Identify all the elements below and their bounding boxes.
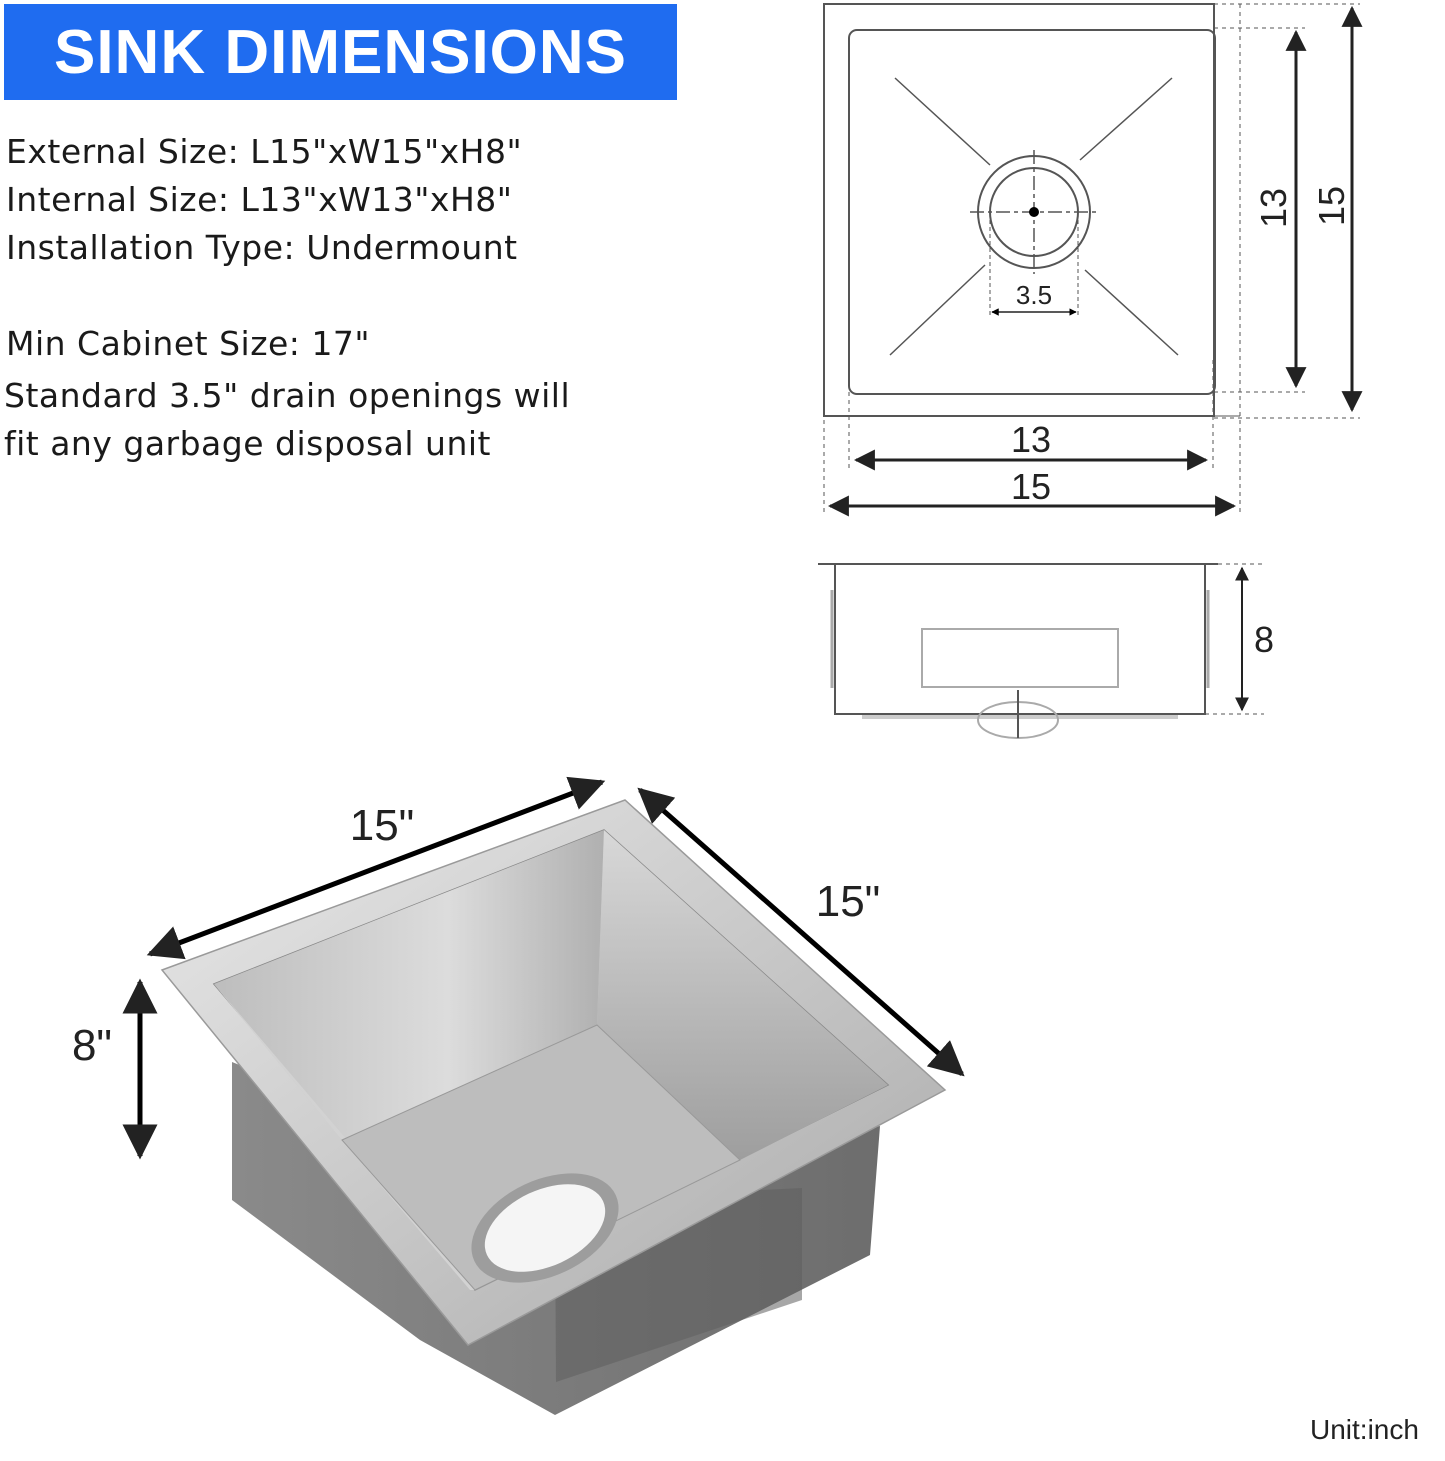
unit-label: Unit:inch [1310,1414,1419,1445]
iso-width-label: 15" [816,877,881,926]
iso-height-label: 8" [72,1021,112,1070]
spec-internal-size: Internal Size: L13"xW13"xH8" [6,180,513,219]
iso-length-line [146,776,606,960]
drain-hole [484,1184,606,1272]
outer-height-label: 15 [1311,186,1352,226]
inner-height-label: 13 [1253,188,1294,228]
drain-label: 3.5 [1016,280,1052,310]
spec-list: External Size: L15"xW15"xH8" Internal Si… [6,128,522,368]
outer-width-label: 15 [1011,466,1051,507]
drain-center-dot [1029,207,1039,217]
side-body [834,563,1206,715]
side-height-label: 8 [1254,619,1274,660]
inner-bowl-outline [848,29,1216,395]
side-view [818,563,1264,739]
iso-length-label: 15" [350,801,415,850]
top-view [823,3,1363,517]
outer-outline [823,3,1215,417]
title-banner: SINK DIMENSIONS [4,4,677,100]
inner-width-label: 13 [1011,419,1051,460]
drain-note-line2: fit any garbage disposal unit [4,424,491,463]
spec-installation-type: Installation Type: Undermount [6,228,518,267]
drain-note: Standard 3.5" drain openings will fit an… [4,372,604,468]
side-label-panel [921,628,1119,688]
spec-external-size: External Size: L15"xW15"xH8" [6,132,523,171]
iso-width-line [637,787,965,1077]
spec-min-cabinet-size: Min Cabinet Size: 17" [6,324,371,363]
drain-note-line1: Standard 3.5" drain openings will [4,376,571,415]
banner-title: SINK DIMENSIONS [53,17,628,87]
bowl-bottom [341,1024,741,1291]
